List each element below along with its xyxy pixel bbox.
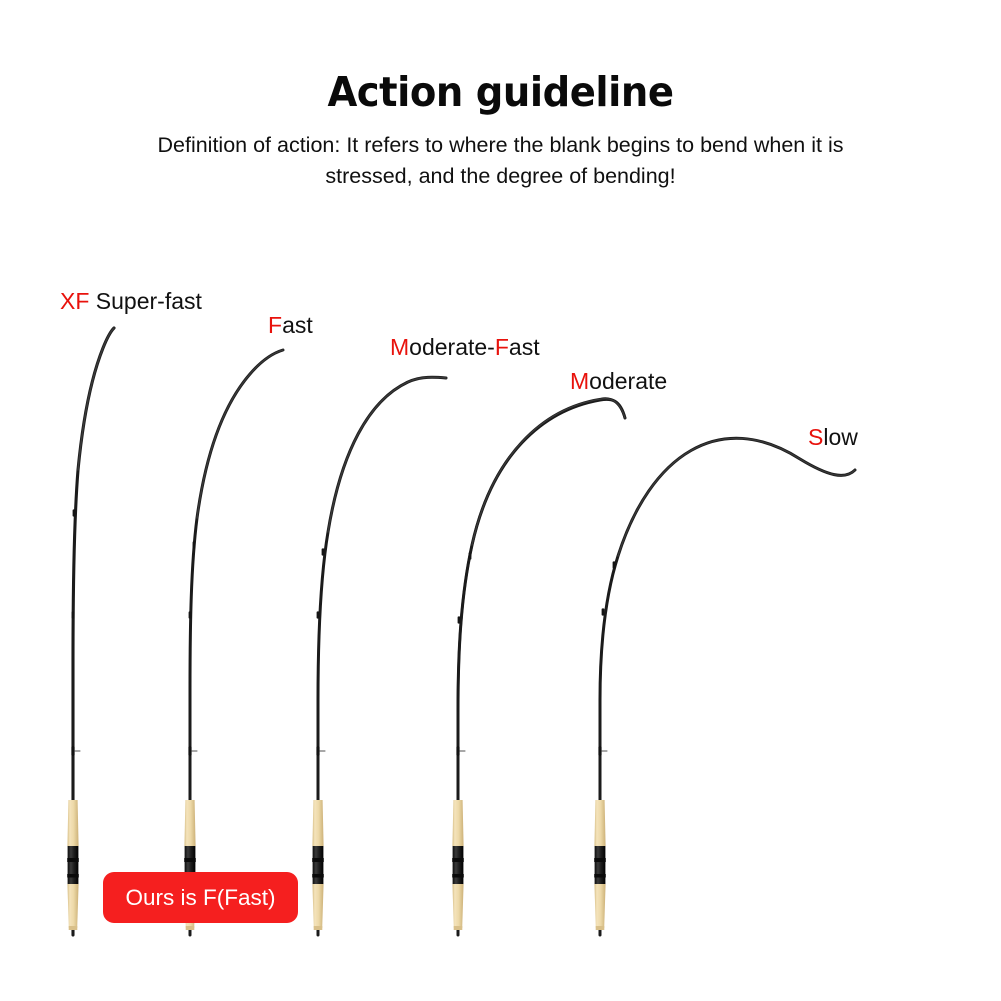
rod-mf-handle [312, 800, 324, 930]
rod-f-blank [188, 348, 285, 937]
rod-label-xf-code: XF [60, 288, 90, 314]
rod-xf-super-fast [67, 326, 116, 937]
rod-s-blank-taper [617, 437, 856, 557]
rod-xf-guide-1 [71, 746, 81, 756]
rod-label-m-moderate: Moderate [570, 368, 667, 394]
rod-mf-blank [316, 375, 448, 937]
rod-label-xf-super-fast: XF Super-fast [60, 288, 202, 314]
rod-label-mf-code-b: F [494, 334, 509, 360]
rod-m-handle [452, 800, 464, 930]
rod-m-guide-1 [456, 746, 466, 756]
rod-mf-moderate-fast [312, 375, 448, 937]
rod-s-handle [594, 800, 606, 930]
rod-label-m-code: M [570, 368, 590, 394]
rod-m-guide-2 [457, 616, 461, 624]
rod-xf-blank-taper [77, 327, 115, 471]
ours-is-fast-badge-label: Ours is F(Fast) [125, 884, 276, 910]
rod-label-mf-tail: ast [508, 334, 540, 360]
rod-mf-blank-taper [327, 376, 447, 533]
page-subtitle: Definition of action: It refers to where… [157, 133, 844, 188]
rod-label-s-rest: low [823, 424, 858, 450]
rod-label-s-code: S [808, 424, 824, 450]
rod-s-guide-2 [601, 608, 605, 616]
rod-label-s-slow: Slow [808, 424, 858, 450]
rod-label-mf-code-a: M [390, 334, 410, 360]
rod-mf-guide-3 [321, 548, 325, 556]
rod-label-mf-moderate-fast: Moderate-Fast [390, 334, 540, 360]
rod-f-guide-2 [188, 611, 192, 619]
rod-label-mf-mid: oderate- [409, 334, 495, 360]
ours-is-fast-badge: Ours is F(Fast) [103, 872, 298, 923]
rod-s-guide-1 [598, 746, 608, 756]
header: Action guideline Definition of action: I… [0, 68, 1001, 192]
rod-mf-guide-2 [316, 611, 320, 619]
rod-m-moderate [452, 397, 627, 937]
page-title: Action guideline [327, 68, 674, 116]
rod-f-fast [184, 348, 285, 937]
rod-s-guide-3 [612, 561, 616, 569]
rod-label-f-code: F [268, 312, 283, 338]
rod-label-m-rest: oderate [589, 368, 668, 394]
rod-label-f-rest: ast [282, 312, 313, 338]
rod-s-slow [594, 436, 857, 937]
rod-s-blank [598, 436, 857, 937]
rod-label-xf-rest: Super-fast [89, 288, 202, 314]
rod-m-guide-3 [468, 552, 472, 560]
rod-xf-guide-3 [72, 509, 76, 517]
rod-f-guide-3 [192, 541, 196, 549]
rod-f-guide-1 [188, 746, 198, 756]
rod-m-blank-taper [471, 397, 626, 546]
rod-xf-handle [67, 800, 79, 930]
rod-label-f-fast: Fast [268, 312, 313, 338]
rod-mf-guide-1 [316, 746, 326, 756]
rod-f-blank-taper [196, 349, 284, 519]
rod-xf-blank [71, 326, 116, 937]
rod-xf-guide-2 [71, 611, 75, 619]
